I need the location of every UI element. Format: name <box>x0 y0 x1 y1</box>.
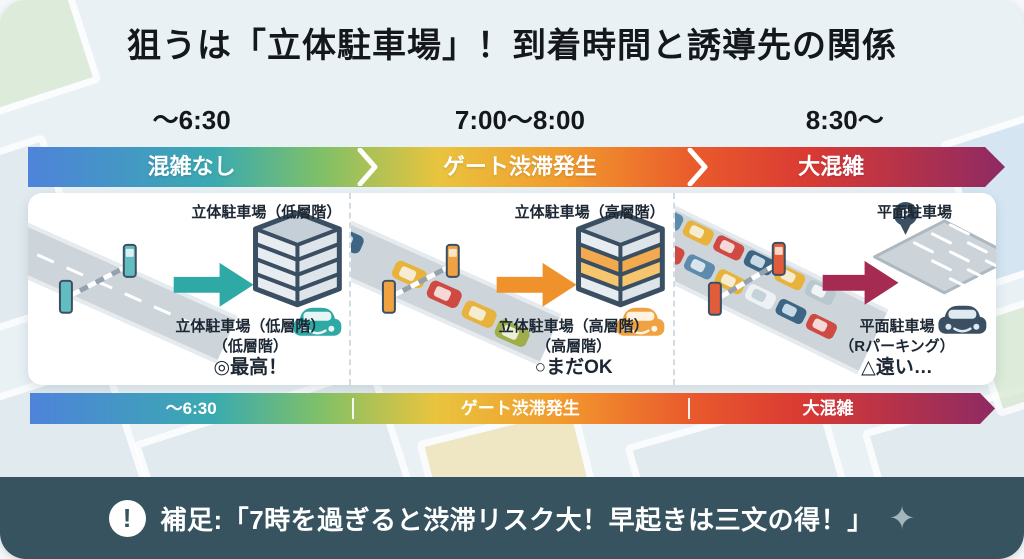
verdict-label: ◎最高！ <box>213 357 288 379</box>
gate-icon <box>382 243 461 314</box>
scene-early-arrival: 立体駐車場（低層階） 立体駐車場（低層階） （低層階） ◎最高！ <box>28 193 349 385</box>
time-label-mid: 7:00～8:00 <box>454 105 585 135</box>
flat-parking-lot-icon <box>872 219 996 295</box>
parking-garage-icon <box>576 210 666 308</box>
arrow-icon <box>173 262 254 307</box>
traffic-jam-to-flat-lot-illustration: P <box>674 195 996 375</box>
time-label-early: ～6:30 <box>152 105 231 135</box>
queued-road-to-upper-floors-illustration <box>351 210 666 366</box>
parking-garage-icon <box>253 210 342 308</box>
destination-label: 立体駐車場（低層階） <box>191 204 342 221</box>
phase-label-gate-jam: ゲート渋滞発生 <box>442 154 597 179</box>
result-name: 立体駐車場（高層階） <box>498 318 649 336</box>
result-floor: （低層階） <box>212 337 288 355</box>
summary-label-heavy: 大混雑 <box>802 399 854 418</box>
svg-text:P: P <box>900 206 910 223</box>
sparkle-icon: ✦ <box>888 500 916 536</box>
guidance-result: 立体駐車場（低層階） （低層階） ◎最高！ <box>151 317 349 381</box>
phase-label-heavy-congestion: 大混雑 <box>798 154 865 179</box>
time-labels-row: ～6:30 7:00～8:00 8:30～ <box>28 100 1005 137</box>
phase-label-no-congestion: 混雑なし <box>147 154 236 179</box>
verdict-label: △遠い… <box>861 357 933 379</box>
scenes-panel: 立体駐車場（低層階） 立体駐車場（低層階） （低層階） ◎最高！ <box>28 193 996 385</box>
result-name: 立体駐車場（低層階） <box>175 318 326 336</box>
verdict-label: ○まだOK <box>534 357 613 379</box>
destination-label: 立体駐車場（高層階） <box>514 204 665 221</box>
guidance-result: 平面駐車場 （Rパーキング） △遠い… <box>798 317 996 381</box>
summary-timeline-bar: ～6:30 ゲート渋滞発生 大混雑 <box>30 393 995 424</box>
car-icon <box>293 307 342 336</box>
empty-road-to-lower-floors-illustration <box>28 210 342 364</box>
chevron-separator-icon <box>685 148 711 186</box>
result-floor: （Rパーキング） <box>839 337 955 355</box>
chevron-separator-icon <box>355 148 381 186</box>
gate-icon <box>58 243 137 314</box>
result-name: 平面駐車場 <box>859 318 935 336</box>
page-title: 狙うは「立体駐車場」！到着時間と誘導先の関係 <box>127 27 897 65</box>
divider <box>688 398 690 419</box>
summary-label-early: ～6:30 <box>165 399 217 418</box>
congestion-phase-band: 混雑なし ゲート渋滞発生 大混雑 <box>28 147 1005 187</box>
car-icon <box>938 305 986 334</box>
arrow-icon <box>822 260 899 305</box>
gate-icon <box>707 241 786 316</box>
time-label-late: 8:30～ <box>805 105 884 135</box>
divider <box>352 398 354 419</box>
car-icon <box>616 307 665 336</box>
footer-note-bar: ! 補足:「7時を過ぎると渋滞リスク大！早起きは三文の得！」 ✦ <box>0 477 1024 559</box>
result-floor: （高層階） <box>536 337 612 355</box>
footer-note-text: 補足:「7時を過ぎると渋滞リスク大！早起きは三文の得！」 <box>160 504 874 535</box>
guidance-result: 立体駐車場（高層階） （高層階） ○まだOK <box>475 317 673 381</box>
scene-gate-queue: 立体駐車場（高層階） 立体駐車場（高層階） （高層階） ○まだOK <box>349 193 672 385</box>
destination-label: 平面駐車場 <box>876 204 952 221</box>
parking-pin-icon: P <box>893 201 918 235</box>
arrow-icon <box>497 262 577 307</box>
scene-heavy-jam: P 平面駐車場 平面駐車場 （Rパーキング） △遠い… <box>672 193 996 385</box>
exclamation-icon: ! <box>108 499 146 537</box>
summary-label-gate-jam: ゲート渋滞発生 <box>460 399 580 418</box>
